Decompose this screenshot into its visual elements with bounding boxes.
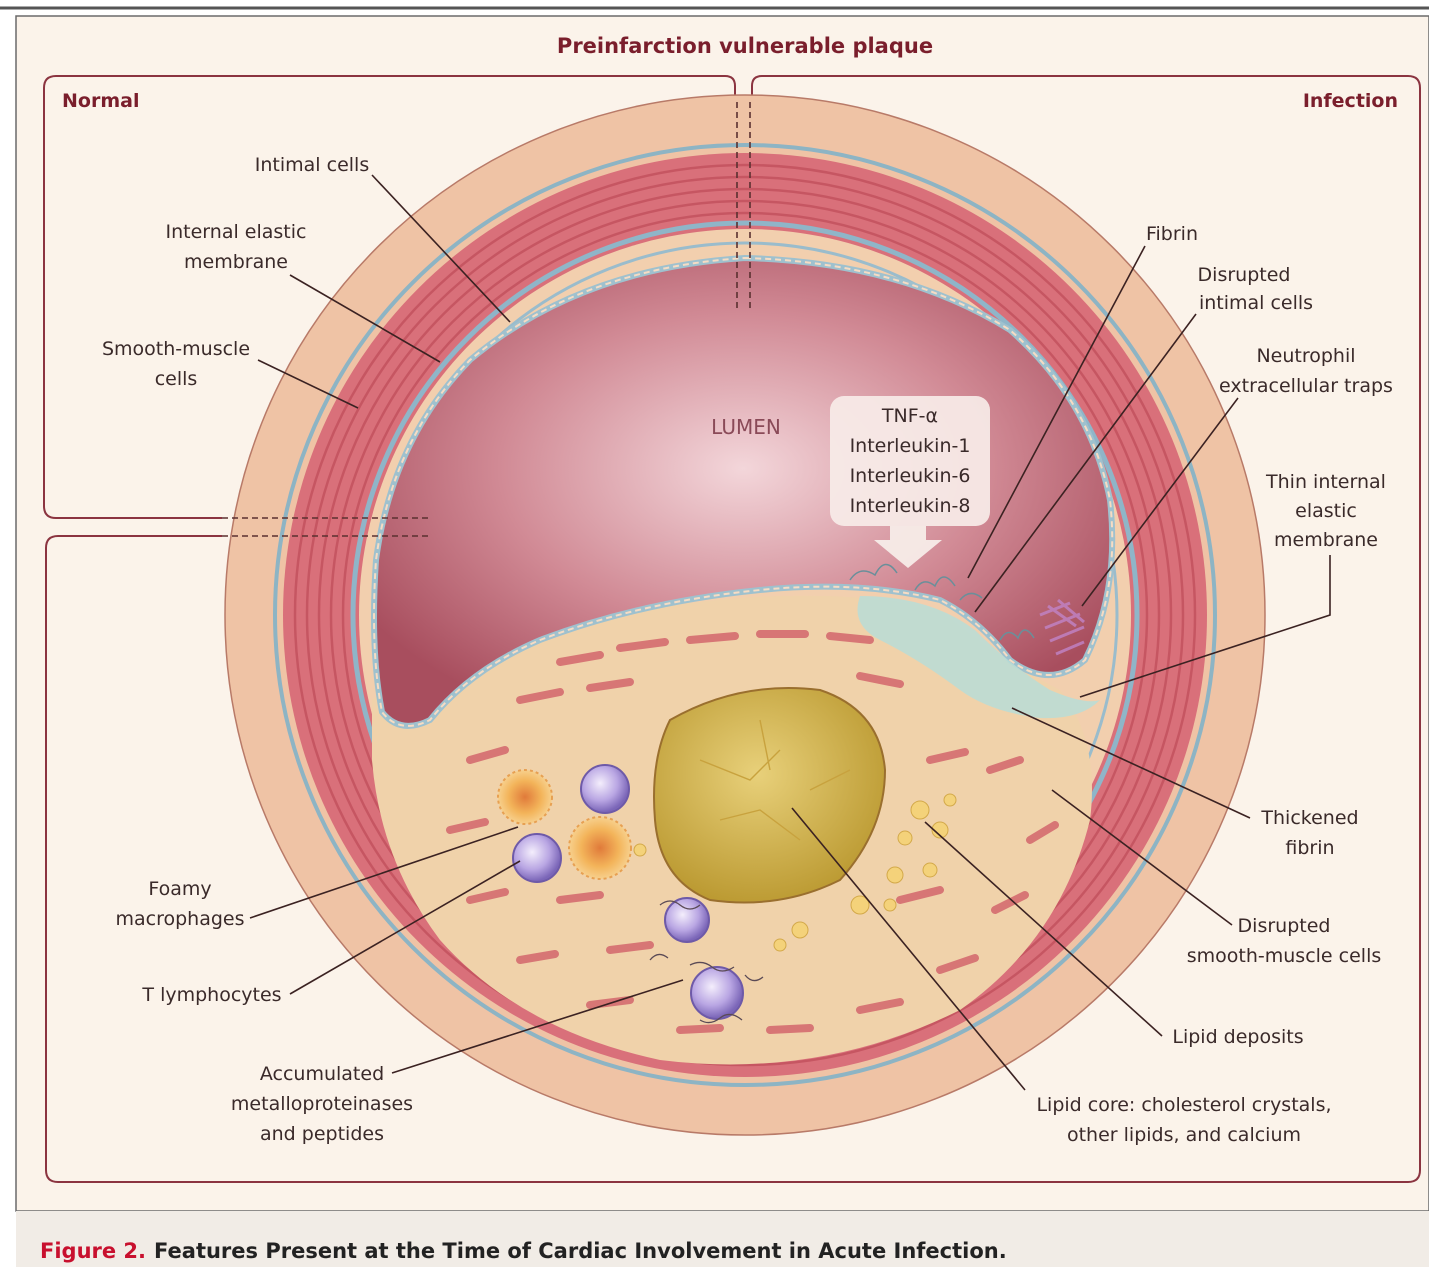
label-t-lymphocytes: T lymphocytes [141, 984, 281, 1006]
caption-figure-number: Figure 2. [40, 1239, 146, 1263]
label-disrupted-smc-1: Disrupted [1238, 915, 1331, 937]
label-intimal-cells: Intimal cells [255, 154, 369, 176]
label-internal-elastic-2: membrane [184, 251, 288, 273]
label-disrupted-intimal-1: Disrupted [1198, 264, 1291, 286]
label-fibrin: Fibrin [1146, 223, 1198, 245]
label-thin-iem-3: membrane [1274, 529, 1378, 551]
label-disrupted-intimal-2: intimal cells [1199, 292, 1313, 314]
label-lipid-deposits: Lipid deposits [1172, 1026, 1303, 1048]
artery-cross-section [225, 95, 1265, 1135]
label-neutrophil-1: Neutrophil [1256, 345, 1355, 367]
label-accumulated-3: and peptides [260, 1123, 384, 1145]
label-neutrophil-2: extracellular traps [1219, 375, 1393, 397]
label-lipid-core-1: Lipid core: cholesterol crystals, [1036, 1094, 1331, 1116]
label-smooth-muscle-1: Smooth-muscle [102, 338, 250, 360]
cytokine-il8: Interleukin-8 [850, 495, 971, 517]
label-thin-iem-2: elastic [1295, 500, 1357, 522]
label-thin-iem-1: Thin internal [1265, 471, 1386, 493]
label-internal-elastic-1: Internal elastic [166, 221, 307, 243]
panel-label-infection: Infection [1303, 90, 1398, 112]
label-disrupted-smc-2: smooth-muscle cells [1187, 945, 1382, 967]
diagram-title: Preinfarction vulnerable plaque [557, 34, 933, 58]
cytokine-il1: Interleukin-1 [850, 435, 971, 457]
label-accumulated-1: Accumulated [260, 1063, 384, 1085]
caption-text: Features Present at the Time of Cardiac … [154, 1239, 1007, 1263]
figure-caption: Figure 2. Features Present at the Time of… [40, 1239, 1007, 1263]
panel-label-normal: Normal [62, 90, 139, 112]
label-foamy-1: Foamy [148, 878, 211, 900]
lumen-label: LUMEN [711, 415, 781, 439]
label-accumulated-2: metalloproteinases [231, 1093, 413, 1115]
label-foamy-2: macrophages [115, 908, 244, 930]
label-lipid-core-2: other lipids, and calcium [1067, 1124, 1301, 1146]
label-thickened-fibrin-1: Thickened [1260, 807, 1358, 829]
cytokine-tnf: TNF-α [881, 405, 938, 427]
label-smooth-muscle-2: cells [155, 368, 198, 390]
cytokine-il6: Interleukin-6 [850, 465, 971, 487]
label-thickened-fibrin-2: fibrin [1285, 837, 1334, 859]
